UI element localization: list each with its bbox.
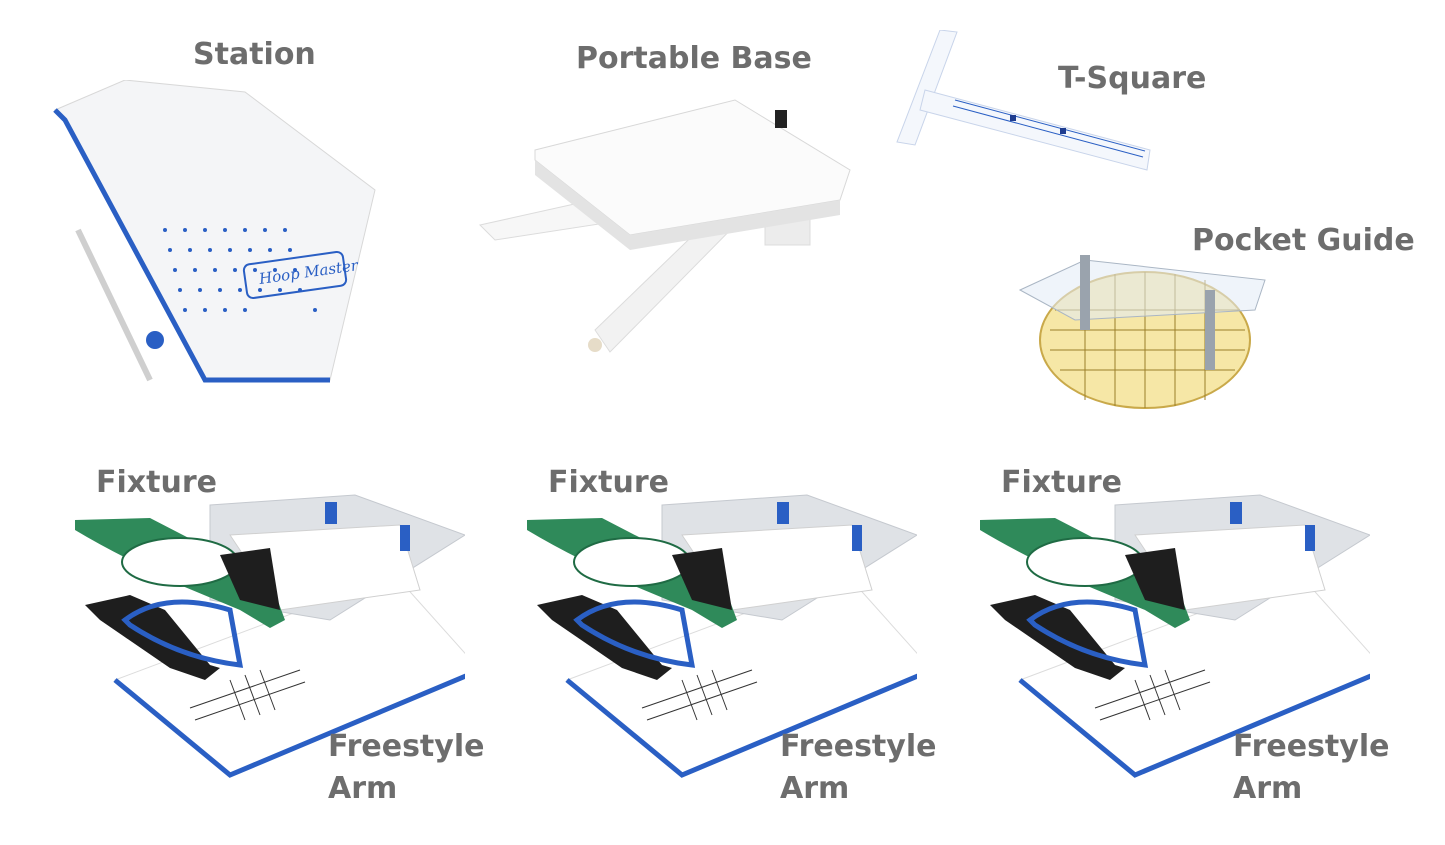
- fixture-label-1: Fixture: [96, 465, 217, 500]
- fixture-arm-image-2: [522, 490, 917, 785]
- station-label: Station: [193, 37, 316, 72]
- freestyle-arm-label-line2: Arm: [1233, 771, 1303, 806]
- pocket-guide-label: Pocket Guide: [1192, 223, 1415, 258]
- portable-base-image: [475, 90, 865, 365]
- fixture-arm-image-3: [975, 490, 1370, 785]
- freestyle-arm-label-1: Freestyle Arm: [328, 726, 484, 810]
- fixture-arm-image-1: [70, 490, 465, 785]
- freestyle-arm-label-3: Freestyle Arm: [1233, 726, 1389, 810]
- t-square-image: [895, 30, 1155, 180]
- station-image: Hoop Master: [45, 80, 380, 390]
- freestyle-arm-label-line1: Freestyle: [328, 729, 485, 764]
- freestyle-arm-label-line2: Arm: [780, 771, 850, 806]
- freestyle-arm-label-line2: Arm: [328, 771, 398, 806]
- freestyle-arm-label-line1: Freestyle: [1233, 729, 1390, 764]
- freestyle-arm-label-line1: Freestyle: [780, 729, 937, 764]
- freestyle-arm-label-2: Freestyle Arm: [780, 726, 936, 810]
- portable-base-label: Portable Base: [576, 41, 812, 76]
- fixture-label-3: Fixture: [1001, 465, 1122, 500]
- t-square-label: T-Square: [1058, 61, 1207, 96]
- pocket-guide-image: [1015, 250, 1270, 410]
- fixture-label-2: Fixture: [548, 465, 669, 500]
